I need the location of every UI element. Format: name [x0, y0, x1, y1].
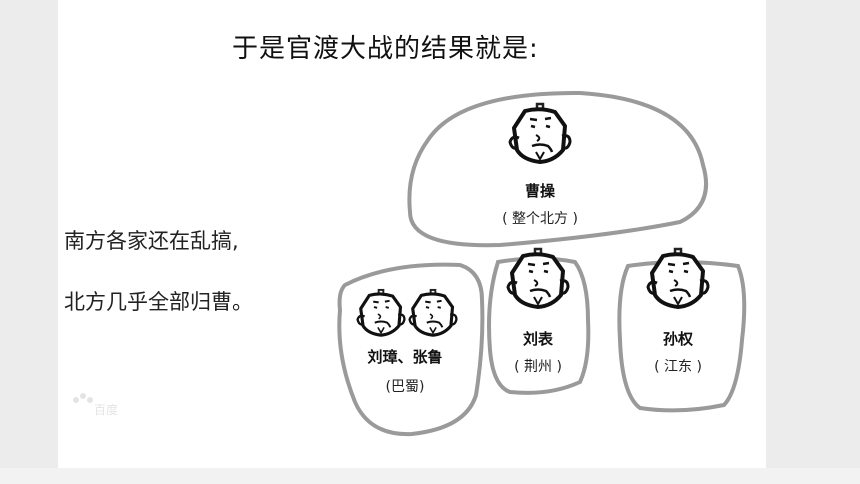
caocao-name: 曹操 [524, 182, 555, 200]
text-line-south: 南方各家还在乱搞, [64, 229, 239, 253]
liubiao-name: 刘表 [522, 330, 553, 348]
sunquan-name: 孙权 [662, 330, 693, 348]
zhanglu-face-icon [408, 288, 458, 337]
liuzhang-zhanglu-region: (巴蜀) [385, 379, 425, 395]
baidu-watermark: 百度 [66, 390, 136, 420]
caocao-territory [407, 90, 709, 248]
sunquan-region: ( 江东 ) [654, 359, 702, 375]
caocao-face-icon [508, 102, 572, 164]
liubiao-region: ( 荆州 ) [514, 359, 562, 375]
watermark-text: 百度 [94, 402, 118, 417]
liubiao-territory [487, 256, 591, 395]
liuzhang-zhanglu-territory [337, 262, 485, 437]
slide-title: 于是官渡大战的结果就是: [232, 34, 539, 64]
caocao-region: ( 整个北方 ) [502, 211, 578, 227]
sunquan-territory [617, 260, 747, 413]
bottom-bar [0, 468, 860, 484]
slide [58, 0, 766, 468]
sunquan-face-icon [646, 247, 710, 309]
liuzhang-face-icon [356, 288, 406, 337]
text-line-north: 北方几乎全部归曹。 [64, 290, 253, 314]
liuzhang-zhanglu-name: 刘璋、张鲁 [367, 348, 443, 366]
